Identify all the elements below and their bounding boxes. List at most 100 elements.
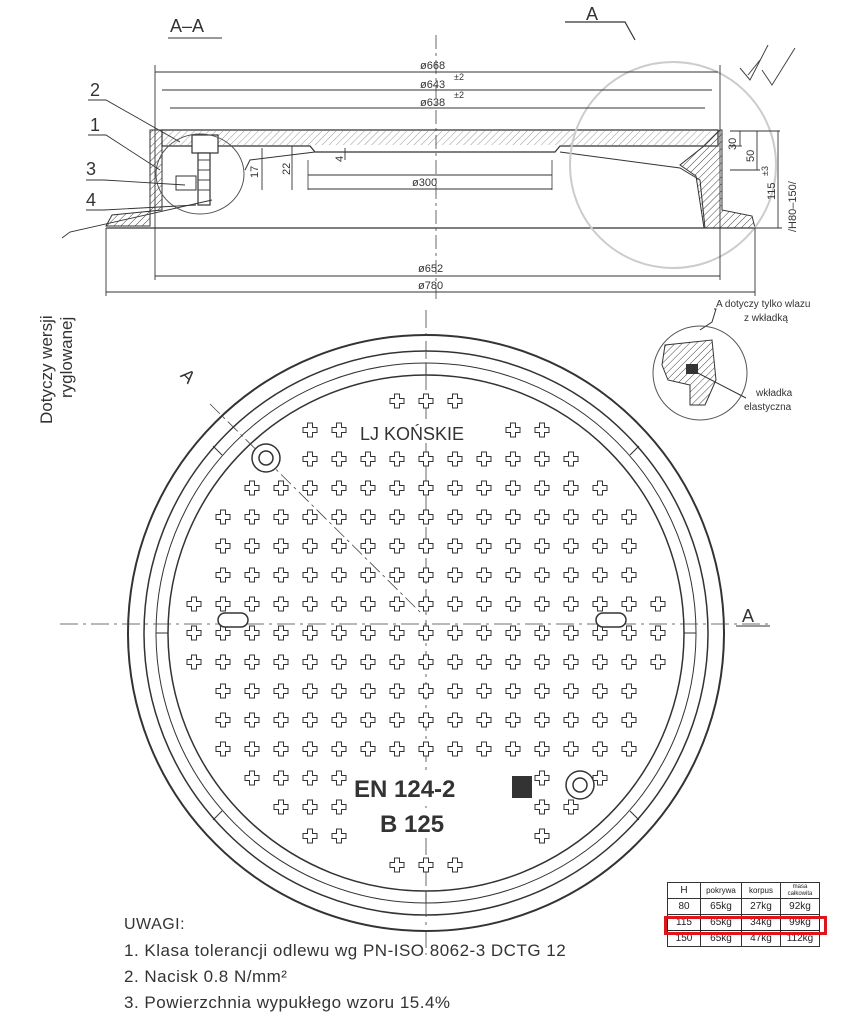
plan-view: A A LJ KOŃSKIE EN 124-2 B 125 (60, 310, 770, 955)
cross-mark (447, 567, 463, 583)
weights-table: H pokrywa korpus masa całkowita 80 65kg … (667, 882, 820, 947)
cross-mark (215, 567, 231, 583)
cross-mark (273, 770, 289, 786)
cross-mark (534, 480, 550, 496)
cross-mark (360, 509, 376, 525)
cross-mark (505, 480, 521, 496)
cross-mark (215, 741, 231, 757)
cross-mark (534, 828, 550, 844)
cross-mark (476, 596, 492, 612)
cross-mark (447, 741, 463, 757)
cross-mark (563, 538, 579, 554)
cross-mark (592, 654, 608, 670)
header-body: korpus (741, 882, 781, 899)
detail-title-line2: z wkładką (744, 313, 788, 324)
cross-mark (505, 683, 521, 699)
cross-mark (331, 741, 347, 757)
cross-mark (273, 480, 289, 496)
cross-mark (331, 422, 347, 438)
cross-mark (331, 538, 347, 554)
cross-mark (302, 596, 318, 612)
cross-mark (302, 741, 318, 757)
cross-mark (302, 799, 318, 815)
cross-mark (447, 712, 463, 728)
lock-slot-left (217, 612, 249, 628)
cross-mark (244, 538, 260, 554)
cross-mark (331, 625, 347, 641)
cross-mark (331, 828, 347, 844)
cross-mark (650, 625, 666, 641)
cross-mark (273, 538, 289, 554)
detail-insert-line1: wkładka (755, 388, 793, 399)
cross-mark (244, 596, 260, 612)
cross-mark (215, 509, 231, 525)
cross-mark (592, 567, 608, 583)
dim-780: ø780 (418, 280, 443, 292)
dim-643: ø643 (420, 79, 445, 91)
cross-mark (389, 857, 405, 873)
section-label: A–A (170, 16, 204, 36)
dim-638-tol: ±2 (454, 90, 464, 100)
cross-mark (563, 480, 579, 496)
dim-300: ø300 (412, 177, 437, 189)
cross-mark (418, 683, 434, 699)
cross-mark (186, 596, 202, 612)
dim-668: ø668 (420, 60, 445, 72)
cross-mark (447, 509, 463, 525)
cross-mark (331, 683, 347, 699)
cross-mark (476, 538, 492, 554)
notes-heading: UWAGI: (124, 916, 186, 933)
cross-mark (505, 538, 521, 554)
section-view: A–A A (37, 4, 799, 424)
cross-mark (563, 683, 579, 699)
dim-115: 115 (766, 182, 778, 200)
cross-mark (389, 741, 405, 757)
cross-mark (244, 683, 260, 699)
cross-mark (447, 538, 463, 554)
callout-2: 2 (90, 80, 100, 100)
cross-mark (650, 654, 666, 670)
cross-mark (563, 741, 579, 757)
cross-mark (592, 741, 608, 757)
class-mark: B 125 (380, 811, 444, 838)
cross-mark (505, 567, 521, 583)
cross-mark (331, 654, 347, 670)
cross-mark (534, 654, 550, 670)
cross-mark (505, 451, 521, 467)
cross-mark (331, 596, 347, 612)
dim-h-range: /H80–150/ (787, 180, 799, 232)
rotated-note-line2: ryglowanej (57, 317, 76, 398)
cross-mark (360, 596, 376, 612)
cross-mark (534, 712, 550, 728)
cross-mark (476, 712, 492, 728)
header-cover: pokrywa (700, 882, 742, 899)
cell-total: 92kg (780, 898, 820, 915)
cross-mark (389, 538, 405, 554)
cross-mark (273, 741, 289, 757)
table-row: 80 65kg 27kg 92kg (667, 898, 820, 915)
cross-mark (302, 712, 318, 728)
cross-mark (621, 538, 637, 554)
cross-mark (621, 654, 637, 670)
cross-mark (650, 596, 666, 612)
cross-mark (360, 741, 376, 757)
lifting-hole-bottom (565, 770, 595, 800)
dim-638: ø638 (420, 97, 445, 109)
plan-cut-left: A (177, 365, 200, 388)
cross-mark (621, 625, 637, 641)
cross-mark (418, 654, 434, 670)
cross-mark (563, 567, 579, 583)
cross-mark (476, 654, 492, 670)
cross-mark (476, 567, 492, 583)
cross-mark (418, 857, 434, 873)
callout-3: 3 (86, 159, 96, 179)
cross-mark (505, 625, 521, 641)
dim-50: 50 (745, 150, 757, 162)
lock-slot-right (595, 612, 627, 628)
cross-mark (273, 567, 289, 583)
cross-mark (331, 712, 347, 728)
cross-mark (563, 625, 579, 641)
cross-mark (360, 538, 376, 554)
cross-mark (592, 770, 608, 786)
